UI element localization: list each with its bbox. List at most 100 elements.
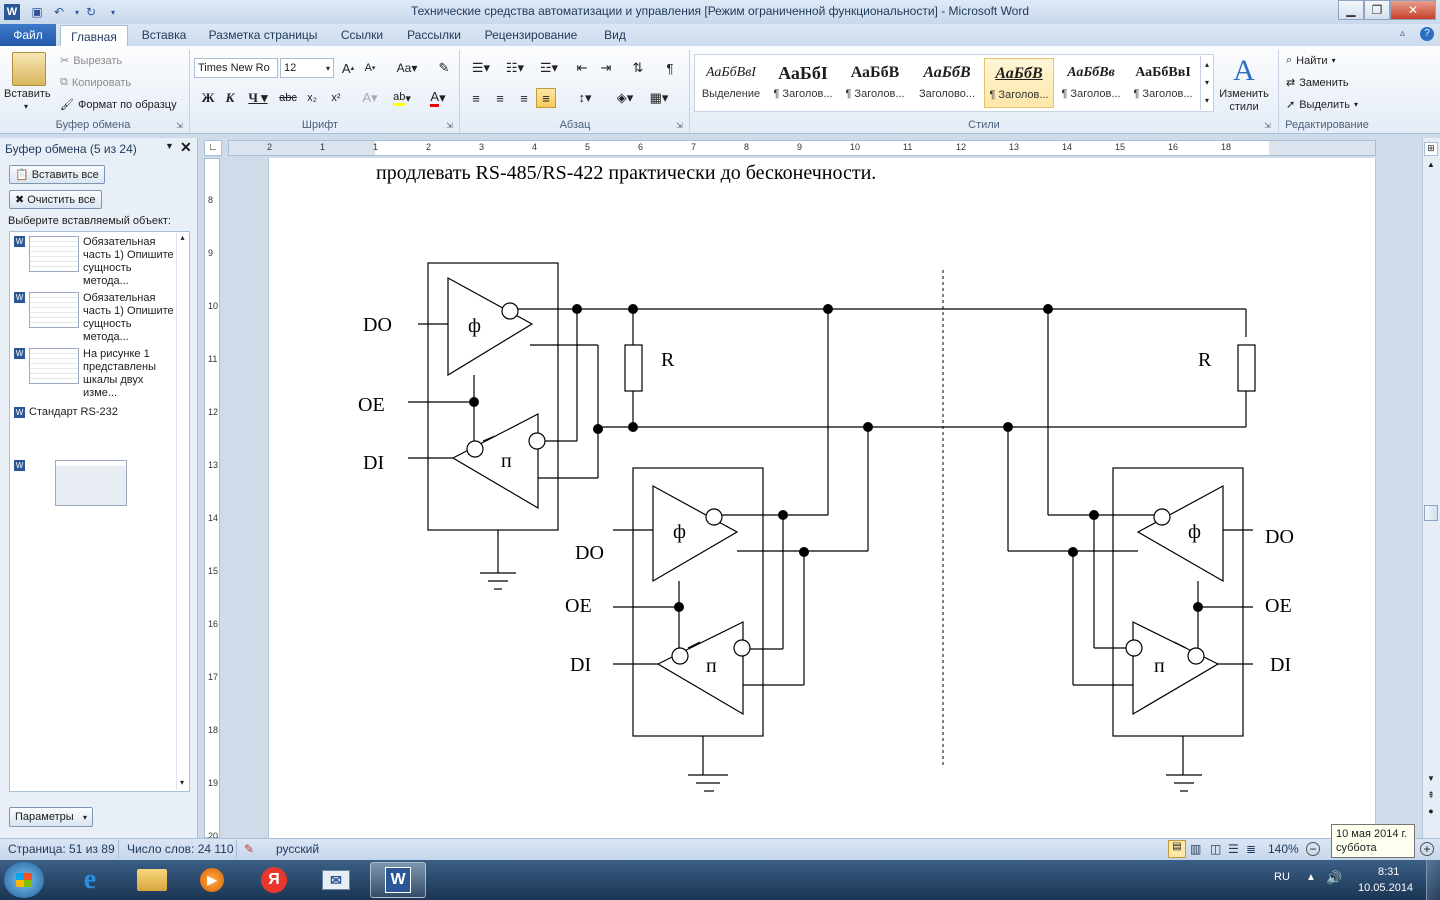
- styles-scroll[interactable]: ▴▾▾: [1200, 56, 1213, 110]
- text-effects-icon[interactable]: A▾: [362, 90, 378, 105]
- clear-formatting-icon[interactable]: ✎: [438, 60, 450, 75]
- word-taskbar-button[interactable]: W: [370, 862, 426, 898]
- full-screen-reading-icon[interactable]: ▥: [1190, 842, 1202, 856]
- tab-selector-icon[interactable]: ∟: [204, 140, 222, 156]
- paragraph-launcher-icon[interactable]: ⇲: [676, 121, 683, 130]
- italic-icon[interactable]: К: [225, 90, 235, 105]
- align-center-icon[interactable]: ≡: [496, 90, 504, 106]
- clear-all-button[interactable]: ✖Очистить все: [9, 190, 102, 209]
- scroll-down-icon[interactable]: ▼: [1427, 774, 1435, 783]
- clipboard-item[interactable]: W Стандарт RS-232: [14, 406, 118, 418]
- tray-expand-icon[interactable]: ▲: [1306, 872, 1316, 883]
- style-heading-2[interactable]: АаБбВ¶ Заголов...: [845, 64, 905, 100]
- tab-file[interactable]: Файл: [0, 24, 56, 46]
- undo-dropdown-icon[interactable]: ▾: [74, 7, 79, 17]
- options-button[interactable]: Параметры▾: [9, 807, 93, 827]
- close-button[interactable]: ✕: [1390, 0, 1436, 20]
- style-heading-5[interactable]: АаБбВвІ¶ Заголов...: [1133, 65, 1193, 100]
- word-app-icon[interactable]: W: [4, 4, 20, 20]
- justify-icon[interactable]: ≡: [536, 88, 556, 108]
- styles-launcher-icon[interactable]: ⇲: [1264, 121, 1271, 130]
- language-indicator[interactable]: русский: [276, 842, 320, 856]
- ruler-toggle-icon[interactable]: ⊞: [1424, 142, 1438, 156]
- strikethrough-icon[interactable]: abc: [279, 92, 297, 104]
- word-count[interactable]: Число слов: 24 110: [127, 842, 234, 856]
- rs485-network-diagram[interactable]: DO OE DI ф п R R DO OE DI ф п DO OE DI ф…: [268, 190, 1368, 810]
- clock-date[interactable]: 10.05.2014: [1358, 882, 1414, 894]
- replace-button[interactable]: ⇄Заменить: [1286, 76, 1349, 90]
- save-icon[interactable]: ▣: [31, 5, 43, 19]
- mail-icon[interactable]: ✉: [308, 862, 364, 898]
- previous-page-icon[interactable]: ⇞: [1427, 790, 1435, 800]
- underline-icon[interactable]: Ч ▾: [248, 90, 268, 105]
- highlight-icon[interactable]: ab▾: [393, 90, 411, 106]
- tab-home[interactable]: Главная: [60, 25, 128, 47]
- tab-view[interactable]: Вид: [604, 28, 626, 42]
- grow-font-icon[interactable]: A▴: [341, 60, 355, 76]
- superscript-icon[interactable]: x²: [331, 92, 341, 104]
- explorer-icon[interactable]: [124, 862, 180, 898]
- outline-icon[interactable]: ☰: [1228, 842, 1239, 856]
- redo-icon[interactable]: ↻: [85, 5, 97, 19]
- shrink-font-icon[interactable]: A▾: [364, 62, 376, 74]
- scroll-thumb[interactable]: [1424, 505, 1438, 521]
- change-styles-icon[interactable]: A: [1233, 54, 1255, 87]
- subscript-icon[interactable]: x₂: [307, 92, 317, 104]
- copy-button[interactable]: ⧉Копировать: [60, 76, 132, 89]
- vertical-scrollbar[interactable]: [1422, 138, 1440, 838]
- multilevel-list-icon[interactable]: ☲▾: [539, 60, 559, 75]
- style-heading-4[interactable]: АаБбВв¶ Заголов...: [1061, 65, 1121, 100]
- restore-button[interactable]: ❐: [1364, 0, 1390, 20]
- font-color-icon[interactable]: A▾: [430, 89, 446, 107]
- style-heading-1[interactable]: АаБбІ¶ Заголов...: [773, 63, 833, 100]
- minimize-button[interactable]: ▁: [1338, 0, 1364, 20]
- tab-page-layout[interactable]: Разметка страницы: [208, 28, 318, 42]
- cut-button[interactable]: ✂Вырезать: [60, 54, 123, 68]
- shading-icon[interactable]: ◈▾: [616, 90, 634, 105]
- show-marks-icon[interactable]: ¶: [666, 60, 674, 76]
- proofing-icon[interactable]: ✎: [244, 842, 255, 856]
- tab-mailings[interactable]: Рассылки: [407, 28, 461, 42]
- change-case-icon[interactable]: Aa▾: [396, 61, 418, 75]
- pane-close-icon[interactable]: ✕: [180, 139, 192, 155]
- format-painter-button[interactable]: 🖌Формат по образцу: [60, 98, 177, 112]
- paste-button[interactable]: Вставить: [4, 88, 51, 100]
- font-size-combo[interactable]: 12▾: [280, 58, 334, 78]
- font-name-combo[interactable]: Times New Ro: [194, 58, 278, 78]
- pane-options-icon[interactable]: ▼: [165, 141, 174, 151]
- paste-icon[interactable]: [12, 52, 46, 86]
- document-page[interactable]: [268, 158, 1376, 838]
- tab-insert[interactable]: Вставка: [141, 28, 187, 42]
- line-spacing-icon[interactable]: ↕▾: [578, 90, 592, 105]
- page-counter[interactable]: Страница: 51 из 89: [8, 842, 115, 856]
- help-icon[interactable]: ?: [1420, 27, 1434, 41]
- font-launcher-icon[interactable]: ⇲: [446, 121, 453, 130]
- zoom-in-icon[interactable]: +: [1420, 842, 1434, 856]
- align-left-icon[interactable]: ≡: [472, 90, 480, 106]
- align-right-icon[interactable]: ≡: [520, 90, 528, 106]
- decrease-indent-icon[interactable]: ⇤: [576, 60, 588, 75]
- bold-icon[interactable]: Ж: [201, 90, 215, 105]
- tab-review[interactable]: Рецензирование: [484, 28, 578, 42]
- pane-list-scrollbar[interactable]: ▴: [176, 233, 188, 790]
- media-player-icon[interactable]: ▶: [184, 862, 240, 898]
- clipboard-item[interactable]: W: [14, 460, 174, 506]
- bullets-icon[interactable]: ☰▾: [471, 60, 491, 75]
- document-text-line[interactable]: продлевать RS-485/RS-422 практически до …: [376, 162, 877, 184]
- select-button[interactable]: ➚Выделить▾: [1286, 98, 1358, 112]
- print-layout-icon[interactable]: ▤: [1168, 840, 1186, 858]
- zoom-out-icon[interactable]: −: [1306, 842, 1320, 856]
- browse-object-icon[interactable]: ●: [1428, 806, 1434, 816]
- borders-icon[interactable]: ▦▾: [649, 90, 669, 105]
- find-button[interactable]: ⌕Найти▾: [1286, 54, 1336, 67]
- volume-icon[interactable]: 🔊: [1326, 870, 1343, 885]
- paste-dropdown-icon[interactable]: ▾: [24, 102, 29, 111]
- pane-scroll-down-icon[interactable]: ▾: [179, 778, 184, 787]
